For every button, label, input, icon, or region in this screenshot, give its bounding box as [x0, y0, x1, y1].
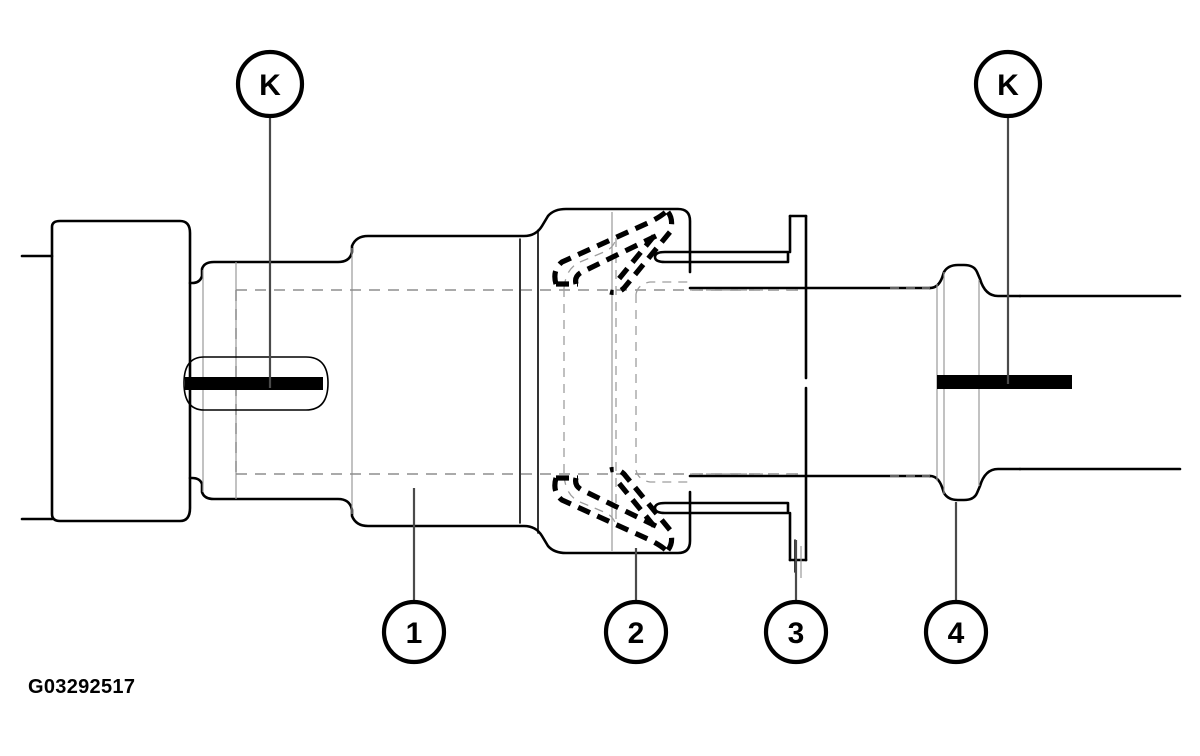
inner-shoulder-bottom-hidden [635, 469, 690, 483]
retaining-clip-hidden-lower [552, 466, 675, 554]
callout-3[interactable]: 3 [763, 599, 829, 665]
callout-k-right-label: K [997, 69, 1019, 102]
right-alignment-mark-group [937, 375, 1072, 389]
flange-assembly [653, 214, 808, 578]
callout-2-label: 2 [628, 617, 645, 650]
right-alignment-mark [937, 375, 1072, 389]
coupling-outline-upper [188, 207, 932, 290]
coupling-outline-lower [188, 474, 932, 555]
inner-sleeve-top-hidden [563, 237, 617, 289]
callout-4[interactable]: 4 [923, 599, 989, 665]
figure-id-label: G03292517 [28, 676, 136, 698]
callout-1-label: 1 [406, 617, 423, 650]
callout-k-left-label: K [259, 69, 281, 102]
collar-bottom-profile [928, 467, 1022, 502]
clip-lower-leg-inner [615, 480, 657, 528]
clip-upper-leg-inner [615, 234, 657, 282]
callout-2[interactable]: 2 [603, 599, 669, 665]
callout-3-circle[interactable] [763, 599, 829, 665]
clip-upper-arm-inner [573, 231, 662, 285]
left-mark-pill-outline [183, 356, 329, 411]
flange-slot-upper [653, 250, 790, 264]
clip-lower-arm-inner [573, 477, 662, 531]
clip-lower-leg-outer [609, 466, 675, 552]
callout-1[interactable]: 1 [381, 599, 447, 665]
retaining-clip-hidden-upper [552, 208, 675, 296]
callout-k-left-circle[interactable] [235, 49, 305, 119]
inner-sleeve-bottom-hidden [563, 475, 617, 527]
callout-k-left[interactable]: K [235, 49, 305, 119]
callout-k-right-circle[interactable] [973, 49, 1043, 119]
left-shaft-stub [20, 219, 192, 523]
callout-2-circle[interactable] [603, 599, 669, 665]
left-alignment-mark [185, 377, 323, 390]
callout-4-label: 4 [948, 617, 965, 650]
callout-3-label: 3 [788, 617, 805, 650]
leader-lines [268, 116, 1010, 602]
clip-upper-arm-outer [552, 208, 670, 285]
inner-shoulder-top-hidden [635, 281, 690, 295]
clip-upper-leg-outer [609, 210, 675, 296]
clip-lower-arm-outer [552, 477, 670, 554]
coupling-bottom-profile [188, 476, 692, 555]
callout-1-circle[interactable] [381, 599, 447, 665]
left-shaft-body [50, 219, 192, 523]
hidden-bore-lines [235, 237, 800, 527]
left-alignment-mark-group [183, 356, 329, 411]
collar-top-profile [928, 263, 1022, 298]
flange-slot-lower [653, 501, 790, 515]
callout-k-right[interactable]: K [973, 49, 1043, 119]
callout-4-circle[interactable] [923, 599, 989, 665]
coupling-top-profile [188, 207, 692, 285]
